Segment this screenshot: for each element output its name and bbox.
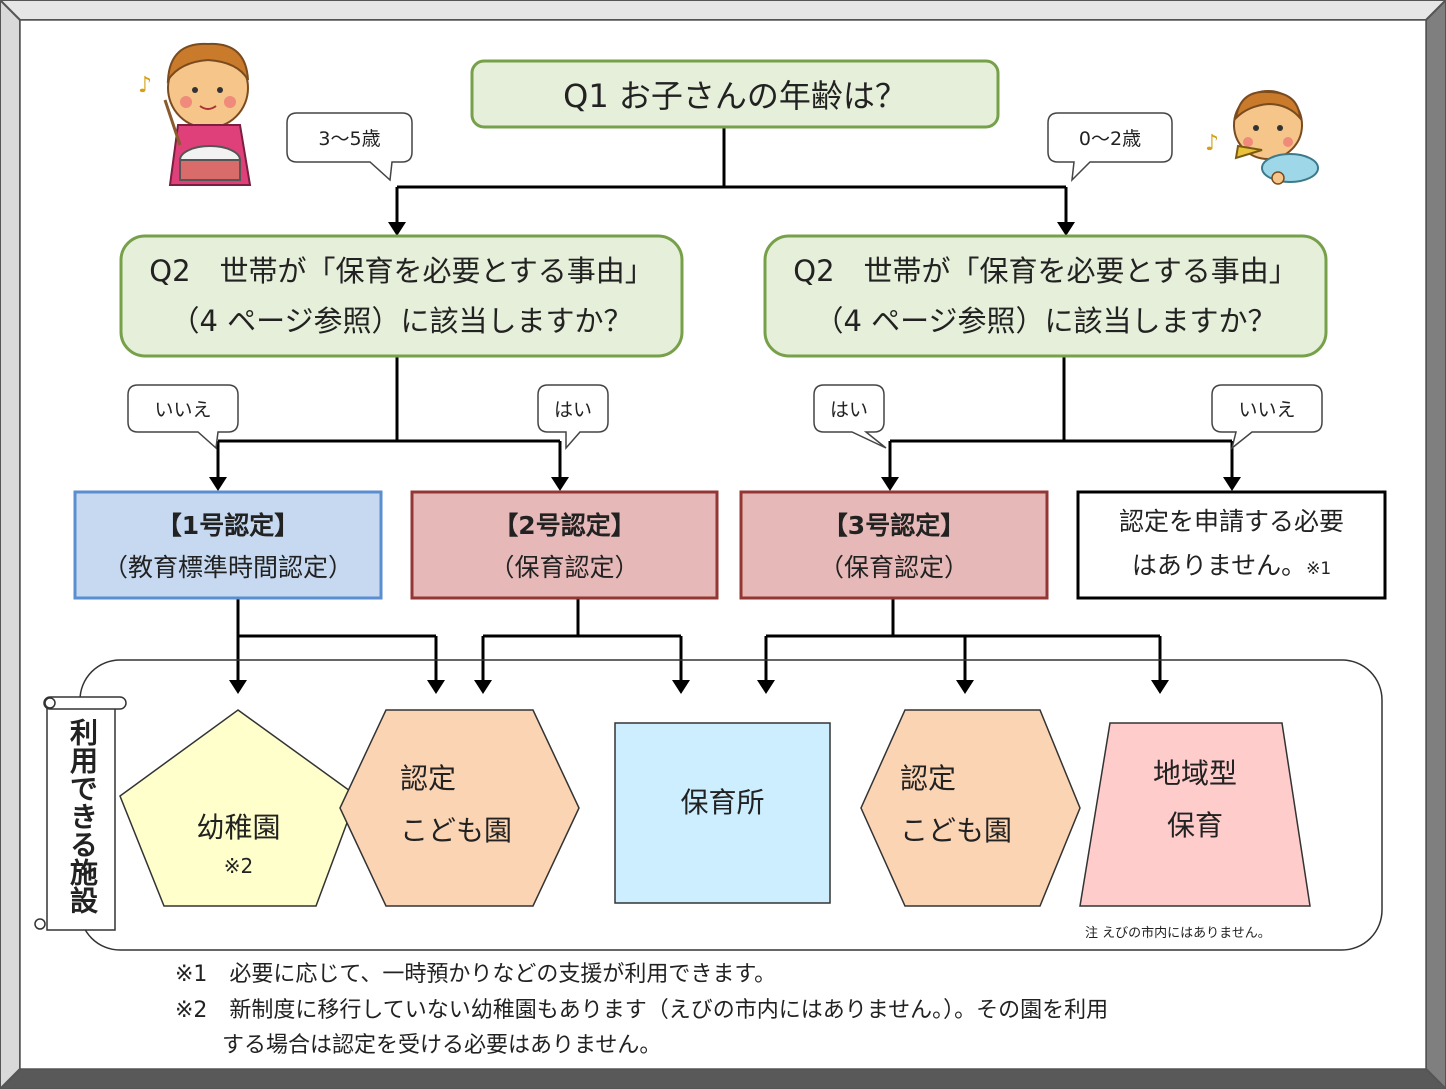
cert-1-head: 【1号認定】: [156, 511, 300, 540]
age-0to2-label: 0～2歳: [1078, 128, 1142, 150]
facility-chiiki: 地域型 保育: [1100, 740, 1290, 860]
svg-text:♪: ♪: [138, 73, 152, 98]
facilities-label: 利用できる施設: [66, 718, 99, 914]
facility-kodomoen-2: 認定 こども園: [860, 745, 1040, 865]
facility-kindergarten: 幼稚園 ※2: [120, 780, 357, 900]
footnote-2b: する場合は認定を受ける必要はありません。: [222, 1033, 662, 1058]
age-3to5-label: 3～5歳: [318, 128, 381, 150]
answer-left-yes: はい: [553, 399, 592, 421]
cert-2-head: 【2号認定】: [493, 511, 636, 540]
facility-kodomoen-1: 認定 こども園: [355, 745, 525, 865]
facility-kindergarten-mark: ※2: [223, 854, 254, 878]
facility-kodomoen-1-line2: こども園: [400, 814, 513, 847]
svg-text:♪: ♪: [1205, 131, 1219, 156]
facility-kodomoen-2-line1: 認定: [900, 762, 957, 795]
baby-illustration: ♪: [1205, 90, 1319, 185]
cert-none-line1: 認定を申請する必要: [1118, 506, 1344, 536]
facility-kodomoen-1-line1: 認定: [400, 762, 457, 795]
cert-none-line2: はありません。: [1131, 550, 1307, 580]
cert-none-mark: ※1: [1306, 558, 1332, 579]
cert-2-sub: （保育認定）: [489, 553, 640, 582]
facilities-note: 注 えびの市内にはありません。: [1085, 926, 1271, 941]
cert-3-sub: （保育認定）: [818, 553, 969, 582]
q2-right-question: Q2 世帯が「保育を必要とする事由」 （4 ページ参照）に該当しますか？: [765, 236, 1326, 356]
q1-title: Q1 お子さんの年齢は？: [563, 77, 907, 115]
q2-left-line2: （4 ページ参照）に該当しますか？: [170, 304, 633, 338]
footnote-1: ※1 必要に応じて、一時預かりなどの支援が利用できます。: [175, 962, 777, 987]
cert-1: 【1号認定】 （教育標準時間認定）: [75, 492, 381, 598]
girl-drum-illustration: ♪: [138, 42, 252, 186]
cert-3-head: 【3号認定】: [822, 511, 966, 540]
q2-left-question: Q2 世帯が「保育を必要とする事由」 （4 ページ参照）に該当しますか？: [121, 236, 682, 356]
facility-kodomoen-2-line2: こども園: [900, 814, 1013, 847]
footnote-2a: ※2 新制度に移行していない幼稚園もあります（えびの市内にはありません。）。その…: [175, 998, 1109, 1023]
facility-kindergarten-name: 幼稚園: [196, 811, 281, 844]
cert-none: 認定を申請する必要 はありません。※1: [1078, 492, 1385, 598]
facility-chiiki-line1: 地域型: [1152, 757, 1237, 790]
q2-right-line2: （4 ページ参照）に該当しますか？: [814, 304, 1277, 338]
cert-1-sub: （教育標準時間認定）: [102, 553, 353, 582]
cert-2: 【2号認定】 （保育認定）: [412, 492, 717, 598]
facility-chiiki-line2: 保育: [1166, 809, 1223, 842]
answer-left-no: いいえ: [154, 399, 212, 421]
answer-right-no: いいえ: [1238, 399, 1296, 421]
q2-left-line1: Q2 世帯が「保育を必要とする事由」: [149, 254, 654, 288]
q2-right-line1: Q2 世帯が「保育を必要とする事由」: [793, 254, 1298, 288]
answer-right-yes: はい: [829, 399, 868, 421]
facility-hoikusho: 保育所: [680, 786, 765, 819]
cert-3: 【3号認定】 （保育認定）: [741, 492, 1047, 598]
